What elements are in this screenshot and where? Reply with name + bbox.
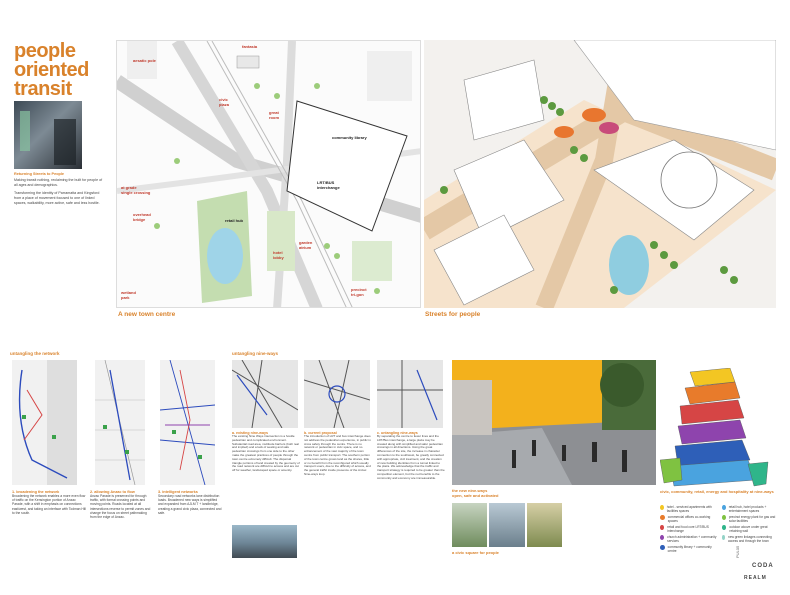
nineways-step-c: c. untangling nine-ways By separating th… [377,431,445,481]
intro-text: Making transit nothing, reclaiming the b… [14,178,106,206]
nineways-step-b: b. current proposal The introduction of … [304,431,372,477]
nineways-b-title: b. current proposal [304,431,337,435]
legend-swatch [660,515,665,520]
civic-square-render [452,360,656,485]
legend-swatch [660,545,665,550]
legend-text: church administration + community servic… [667,535,717,543]
nineways-a-text: The existing Nine Ways intersection is a… [232,434,300,473]
untangling-nineways-title: untangling nine-ways [232,351,279,356]
network-diagram-3 [160,360,215,485]
legend-swatch [722,515,726,520]
network-step-2: 2. allowing Anzac to flow Anzac Parade i… [90,490,152,519]
photo-caption: Returning Streets to People [14,172,64,176]
step-2-text: Anzac Parade is preserved for through tr… [90,494,151,520]
axonometric-drawing [424,40,776,308]
label-great-room: great room [269,110,279,120]
label-garden-atrium: garden atrium [299,240,313,250]
legend-swatch [722,525,727,530]
legend-item: church administration + community servic… [660,535,718,543]
legend-text: commercial offices co-working spaces [667,515,711,523]
program-stack-diagram [659,367,770,488]
legend-text: outdoor alcove under great retaining wal… [729,525,768,533]
label-aesatic-pole: aesatic pole [133,58,156,63]
realm-logo: REALM [744,575,767,581]
civic-photo-1 [452,503,488,547]
nineways-c-text: By separating the centre to fewer lines … [377,434,445,480]
label-hotel-lobby: hotel lobby [273,250,284,260]
legend-text: retail and food core LRT/BUS interchange [667,525,709,533]
legend-item: outdoor alcove under great retaining wal… [722,525,780,533]
legend-item: retail hub, hotel products + entertainme… [722,505,780,513]
step-2-title: 2. allowing Anzac to flow [90,490,135,494]
legend-swatch [660,525,665,530]
label-overhead-bridge: overhead bridge [133,212,151,222]
nineways-a-title: a. existing nine-ways [232,431,268,435]
street-photo [14,101,82,169]
streets-axonometric [424,40,776,308]
network-diagram-1 [12,360,77,485]
nineways-diagram-c [377,360,443,428]
legend-text: precinct energy plant for gas and solar … [728,515,776,523]
label-at-grade-crossing: at grade single crossing [121,185,151,195]
legend-swatch [722,535,726,540]
sheet-number: PUL05 [735,545,740,558]
new-nineways-caption: the new nine-ways open, safe and activat… [452,488,499,498]
label-fantasia: fantasia [242,44,258,49]
legend-item: precinct energy plant for gas and solar … [722,515,780,523]
legend-text: hotel - serviced apartments with facilit… [666,505,712,513]
civic-photo-2 [489,503,525,547]
nineways-diagram-a [232,360,298,428]
civic-photo-strip [452,503,562,547]
existing-street-photo [232,525,297,558]
label-lrt-bus-interchange: LRT/BUS interchange [317,180,340,190]
legend-text: new green linkages connecting access and… [728,535,772,543]
legend-swatch [722,505,726,510]
coda-logo: CODA [752,563,774,569]
plan-drawing [117,41,420,307]
label-wetland-park: wetland park [121,290,136,300]
town-centre-plan: aesatic pole fantasia civic plaza great … [116,40,421,308]
nineways-c-title: c. untangling nine-ways [377,431,418,435]
legend-item: community library + community centre [660,545,718,553]
legend-swatch [660,535,665,540]
left-map-caption: A new town centre [118,311,176,318]
legend-item: retail and food core LRT/BUS interchange [660,525,718,533]
title-line-3: transit [14,78,72,100]
right-map-caption: Streets for people [425,311,481,318]
title-line-1: people [14,40,76,62]
step-1-text: Broadening the network enables a more ev… [12,494,86,515]
label-retail-hub: retail hub [225,218,244,223]
label-precinct-tri-gon: precinct tri-gon [351,287,367,297]
network-step-3: 3. intelligent networks Secondary road n… [158,490,223,515]
page-title: people oriented transit [14,40,114,100]
legend-item: commercial offices co-working spaces [660,515,718,523]
nineways-step-a: a. existing nine-ways The existing Nine … [232,431,300,473]
nineways-diagram-b [304,360,370,428]
label-civic-plaza: civic plaza [219,97,230,107]
title-line-2: oriented [14,59,89,81]
step-1-title: 1. broadening the network [12,490,60,494]
legend-text: community library + community centre [667,545,712,553]
civic-photo-3 [526,503,562,547]
intro-paragraph-2: Transforming the identity of Parramatta … [14,191,100,205]
hospitality-title: civic, community, retail, energy and hos… [660,489,774,494]
nineways-b-text: The introduction of LRT and bus intercha… [304,434,371,476]
civic-square-caption: a civic square for people [452,550,499,555]
legend-item: new green linkages connecting access and… [722,535,780,543]
legend-item: hotel - serviced apartments with facilit… [660,505,718,513]
step-3-title: 3. intelligent networks [158,490,198,494]
step-3-text: Secondary road networks lane distributio… [158,494,222,515]
intro-paragraph-1: Making transit nothing, reclaiming the b… [14,178,103,187]
label-community-library: community library [332,135,367,140]
network-diagram-2 [95,360,145,485]
legend-text: retail hub, hotel products + entertainme… [728,505,767,513]
network-step-1: 1. broadening the network Broadening the… [12,490,87,515]
legend-swatch [660,505,664,510]
program-legend: hotel - serviced apartments with facilit… [660,505,780,555]
untangling-network-title: untangling the network [10,351,60,356]
